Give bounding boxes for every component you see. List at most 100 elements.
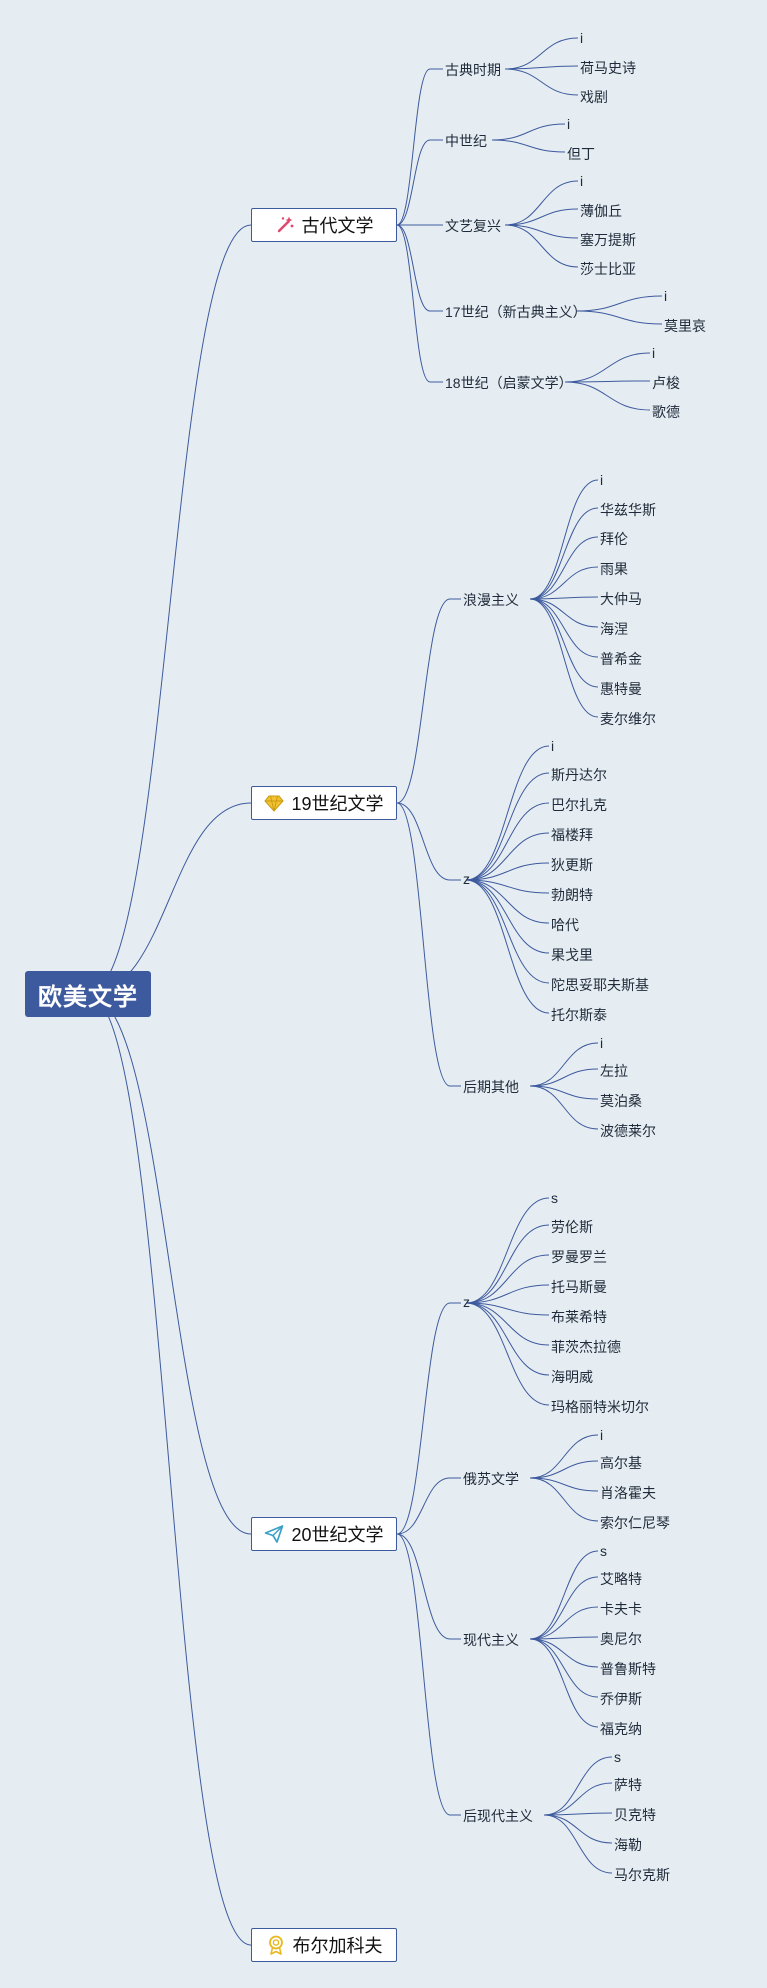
- connector-curve: [396, 802, 451, 1087]
- leaf-node[interactable]: 荷马史诗: [580, 60, 636, 76]
- connector-curve: [529, 598, 599, 718]
- leaf-node[interactable]: 但丁: [567, 146, 595, 162]
- leaf-node[interactable]: 马尔克斯: [614, 1867, 670, 1883]
- connector-curve: [465, 1224, 550, 1304]
- leaf-node[interactable]: s: [551, 1190, 558, 1206]
- leaf-node[interactable]: 索尔仁尼琴: [600, 1515, 670, 1531]
- leaf-node[interactable]: 贝克特: [614, 1807, 656, 1823]
- leaf-node[interactable]: 托尔斯泰: [551, 1007, 607, 1023]
- leaf-node[interactable]: 海明威: [551, 1369, 593, 1385]
- leaf-node[interactable]: i: [567, 116, 571, 132]
- leaf-node[interactable]: 波德莱尔: [600, 1123, 656, 1139]
- connector-curve: [576, 310, 663, 325]
- leaf-node[interactable]: 海勒: [614, 1837, 642, 1853]
- leaf-node[interactable]: 普鲁斯特: [600, 1661, 656, 1677]
- connector-curve: [529, 1068, 599, 1087]
- subtopic-node[interactable]: z: [463, 871, 470, 887]
- leaf-node[interactable]: 莫泊桑: [600, 1093, 642, 1109]
- subtopic-node[interactable]: 中世纪: [445, 133, 487, 149]
- branch-ancient-literature[interactable]: 古代文学: [251, 208, 397, 242]
- leaf-node[interactable]: 肖洛霍夫: [600, 1485, 656, 1501]
- connector-curve: [465, 879, 550, 894]
- connector-curve: [396, 1533, 451, 1640]
- subtopic-node[interactable]: 文艺复兴: [445, 218, 501, 234]
- leaf-node[interactable]: 萨特: [614, 1777, 642, 1793]
- subtopic-node[interactable]: 现代主义: [463, 1632, 519, 1648]
- subtopic-node[interactable]: 18世纪（启蒙文学）: [445, 375, 573, 391]
- connector-curve: [465, 879, 550, 984]
- connector-curve: [396, 1302, 451, 1535]
- leaf-node[interactable]: 拜伦: [600, 531, 628, 547]
- leaf-node[interactable]: 斯丹达尔: [551, 767, 607, 783]
- leaf-node[interactable]: i: [600, 1427, 604, 1443]
- leaf-node[interactable]: 左拉: [600, 1063, 628, 1079]
- connector-curve: [529, 479, 599, 600]
- subtopic-node[interactable]: 古典时期: [445, 62, 501, 78]
- leaf-node[interactable]: i: [652, 345, 656, 361]
- leaf-node[interactable]: i: [600, 472, 604, 488]
- leaf-node[interactable]: 卡夫卡: [600, 1601, 642, 1617]
- connector-curve: [396, 68, 431, 226]
- subtopic-node[interactable]: 俄苏文学: [463, 1471, 519, 1487]
- leaf-node[interactable]: i: [580, 30, 584, 46]
- connector-curve: [543, 1756, 613, 1816]
- leaf-node[interactable]: i: [600, 1035, 604, 1051]
- leaf-node[interactable]: 巴尔扎克: [551, 797, 607, 813]
- leaf-node[interactable]: 艾略特: [600, 1571, 642, 1587]
- leaf-node[interactable]: i: [551, 738, 555, 754]
- branch-label: 古代文学: [301, 216, 374, 236]
- connector-curve: [529, 1550, 599, 1640]
- connector-curve: [576, 295, 663, 312]
- connector-curve: [504, 208, 579, 226]
- leaf-node[interactable]: 奥尼尔: [600, 1631, 642, 1647]
- branch-20th-century[interactable]: 20世纪文学: [251, 1517, 397, 1551]
- leaf-node[interactable]: 陀思妥耶夫斯基: [551, 977, 649, 993]
- subtopic-node[interactable]: z: [463, 1294, 470, 1310]
- leaf-node[interactable]: 罗曼罗兰: [551, 1249, 607, 1265]
- leaf-node[interactable]: 勃朗特: [551, 887, 593, 903]
- leaf-node[interactable]: s: [600, 1543, 607, 1559]
- leaf-node[interactable]: 玛格丽特米切尔: [551, 1399, 649, 1415]
- leaf-node[interactable]: 戏剧: [580, 89, 608, 105]
- branch-bulgakov[interactable]: 布尔加科夫: [251, 1928, 397, 1962]
- connector-curve: [564, 380, 651, 383]
- subtopic-node[interactable]: 后期其他: [463, 1079, 519, 1095]
- leaf-node[interactable]: 托马斯曼: [551, 1279, 607, 1295]
- leaf-node[interactable]: 劳伦斯: [551, 1219, 593, 1235]
- leaf-node[interactable]: 华兹华斯: [600, 502, 656, 518]
- leaf-node[interactable]: 麦尔维尔: [600, 711, 656, 727]
- leaf-node[interactable]: 卢梭: [652, 375, 680, 391]
- leaf-node[interactable]: 惠特曼: [600, 681, 642, 697]
- leaf-node[interactable]: 莫里哀: [664, 318, 706, 334]
- leaf-node[interactable]: 乔伊斯: [600, 1691, 642, 1707]
- leaf-node[interactable]: i: [664, 288, 668, 304]
- leaf-node[interactable]: 狄更斯: [551, 857, 593, 873]
- subtopic-node[interactable]: 17世纪（新古典主义）: [445, 304, 587, 320]
- leaf-node[interactable]: 福克纳: [600, 1721, 642, 1737]
- leaf-node[interactable]: 塞万提斯: [580, 232, 636, 248]
- leaf-node[interactable]: 薄伽丘: [580, 203, 622, 219]
- leaf-node[interactable]: s: [614, 1749, 621, 1765]
- subtopic-node[interactable]: 后现代主义: [463, 1808, 533, 1824]
- leaf-node[interactable]: 歌德: [652, 404, 680, 420]
- leaf-node[interactable]: 果戈里: [551, 947, 593, 963]
- leaf-node[interactable]: 布莱希特: [551, 1309, 607, 1325]
- leaf-node[interactable]: 福楼拜: [551, 827, 593, 843]
- leaf-node[interactable]: 海涅: [600, 621, 628, 637]
- leaf-node[interactable]: 雨果: [600, 561, 628, 577]
- leaf-node[interactable]: 哈代: [551, 917, 579, 933]
- subtopic-node[interactable]: 浪漫主义: [463, 592, 519, 608]
- leaf-node[interactable]: 普希金: [600, 651, 642, 667]
- leaf-node[interactable]: i: [580, 173, 584, 189]
- leaf-node[interactable]: 大仲马: [600, 591, 642, 607]
- connector-curve: [529, 1085, 599, 1100]
- root-label: 欧美文学: [38, 983, 138, 1011]
- branch-19th-century[interactable]: 19世纪文学: [251, 786, 397, 820]
- root-node[interactable]: 欧美文学: [25, 971, 151, 1017]
- leaf-node[interactable]: 高尔基: [600, 1455, 642, 1471]
- award-medal-icon: [266, 1935, 286, 1955]
- leaf-node[interactable]: 菲茨杰拉德: [551, 1339, 621, 1355]
- leaf-node[interactable]: 莎士比亚: [580, 261, 636, 277]
- connector-curve: [87, 993, 252, 1535]
